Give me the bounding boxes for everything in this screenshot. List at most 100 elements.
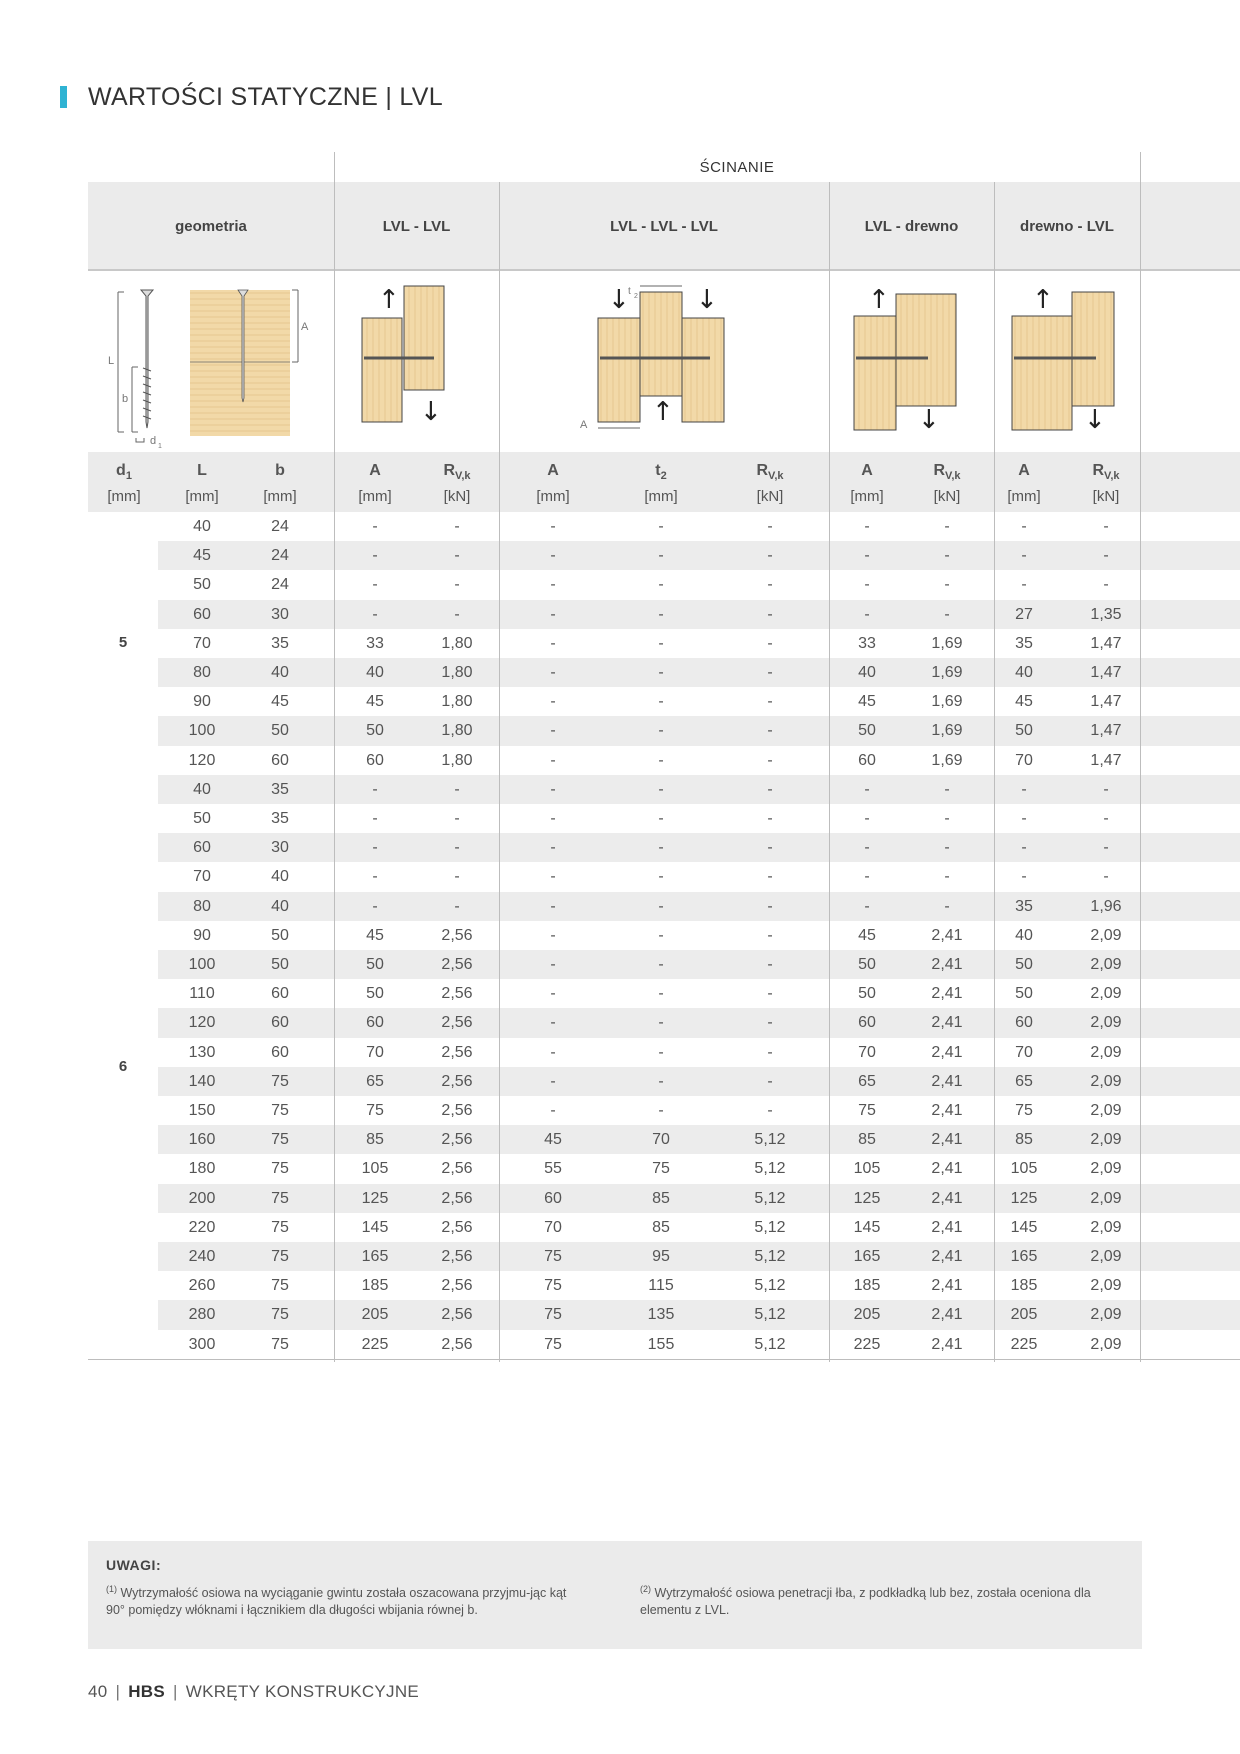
table-cell: 70 bbox=[544, 1218, 562, 1236]
table-cell: - bbox=[864, 868, 870, 886]
table-cell: - bbox=[658, 518, 664, 535]
group-separator bbox=[88, 1358, 1240, 1360]
table-cell: 2,09 bbox=[1090, 1014, 1122, 1032]
table-cell: 90 bbox=[193, 926, 211, 944]
column-unit-7: [kN] bbox=[756, 488, 784, 505]
table-cell: - bbox=[454, 868, 460, 886]
column-header-0: d1 bbox=[116, 462, 132, 483]
cell-d1 bbox=[88, 1096, 158, 1125]
cell-d1 bbox=[88, 512, 158, 541]
table-cell: 45 bbox=[858, 926, 876, 944]
page-footer: 40|HBS|WKRĘTY KONSTRUKCYJNE bbox=[88, 1682, 420, 1701]
table-cell: 165 bbox=[853, 1248, 881, 1265]
table-cell: 50 bbox=[271, 926, 289, 944]
table-cell: 50 bbox=[366, 722, 384, 740]
column-header-6: t2 bbox=[655, 462, 667, 483]
table-cell: 100 bbox=[188, 956, 216, 973]
table-cell: 2,56 bbox=[441, 1014, 473, 1032]
table-cell: 125 bbox=[1010, 1189, 1038, 1207]
table-cell: 2,56 bbox=[441, 1218, 473, 1236]
table-cell: - bbox=[372, 576, 378, 594]
table-cell: - bbox=[454, 897, 460, 915]
table-cell: - bbox=[550, 664, 556, 681]
table-cell: 27 bbox=[1015, 605, 1033, 623]
table-cell: 70 bbox=[193, 868, 211, 886]
note-1-text: Wytrzymałość osiowa na wyciąganie gwintu… bbox=[106, 1586, 567, 1618]
table-cell: - bbox=[864, 839, 870, 857]
table-cell: 205 bbox=[853, 1306, 881, 1324]
table-cell: - bbox=[658, 839, 664, 857]
cell-d1 bbox=[88, 1008, 158, 1038]
table-cell: 35 bbox=[1015, 634, 1033, 652]
table-cell: - bbox=[550, 780, 556, 798]
column-header-7: RV,k bbox=[756, 462, 784, 483]
table-cell: 30 bbox=[271, 839, 289, 857]
table-cell: 220 bbox=[188, 1218, 216, 1236]
table-cell: 1,47 bbox=[1090, 634, 1122, 652]
table-cell: - bbox=[372, 518, 378, 535]
table-cell: - bbox=[864, 576, 870, 594]
column-unit-3: [mm] bbox=[358, 488, 392, 505]
table-cell: 75 bbox=[271, 1072, 289, 1090]
table-cell: - bbox=[372, 605, 378, 623]
cell-d1 bbox=[88, 774, 158, 804]
table-cell: - bbox=[550, 897, 556, 915]
cell-d1 bbox=[88, 746, 158, 775]
table-cell: 1,69 bbox=[931, 693, 963, 711]
table-cell: 5,12 bbox=[754, 1189, 786, 1207]
table-cell: 50 bbox=[1015, 722, 1033, 740]
column-header-band: d1[mm]L[mm]b[mm]A[mm]RV,k[kN]A[mm]t2[mm]… bbox=[88, 452, 1240, 512]
table-cell: 50 bbox=[1015, 985, 1033, 1003]
table-cell: - bbox=[658, 751, 664, 769]
table-cell: - bbox=[767, 1043, 773, 1061]
table-cell: - bbox=[1103, 576, 1109, 594]
table-cell: 225 bbox=[853, 1335, 881, 1353]
table-cell: 65 bbox=[366, 1072, 384, 1090]
table-cell: 60 bbox=[366, 751, 384, 769]
table-cell: 2,56 bbox=[441, 1306, 473, 1324]
table-cell: - bbox=[372, 547, 378, 565]
table-cell: 280 bbox=[188, 1306, 216, 1324]
table-cell: 50 bbox=[858, 722, 876, 740]
cell-d1 bbox=[88, 716, 158, 746]
column-header-2: b bbox=[275, 462, 285, 479]
note-1: (1) Wytrzymałość osiowa na wyciąganie gw… bbox=[106, 1581, 586, 1619]
table-cell: 5,12 bbox=[754, 1160, 786, 1178]
table-cell: 2,09 bbox=[1090, 1218, 1122, 1236]
table-cell: 200 bbox=[188, 1189, 216, 1207]
table-cell: - bbox=[944, 605, 950, 623]
label-b: b bbox=[122, 393, 128, 405]
table-cell: - bbox=[1103, 518, 1109, 535]
table-cell: - bbox=[550, 926, 556, 944]
table-cell: - bbox=[550, 1102, 556, 1119]
table-cell: 75 bbox=[652, 1160, 670, 1178]
cell-d1 bbox=[88, 1154, 158, 1183]
table-cell: - bbox=[944, 780, 950, 798]
column-header-5: A bbox=[547, 462, 559, 479]
table-cell: - bbox=[767, 926, 773, 944]
table-cell: 65 bbox=[1015, 1072, 1033, 1090]
table-cell: 85 bbox=[1015, 1131, 1033, 1149]
column-unit-5: [mm] bbox=[536, 488, 570, 505]
column-unit-2: [mm] bbox=[263, 488, 297, 505]
table-cell: - bbox=[550, 518, 556, 535]
table-cell: 60 bbox=[271, 1043, 289, 1061]
section-drewno-lvl: drewno - LVL bbox=[1020, 217, 1114, 235]
table-cell: - bbox=[658, 1072, 664, 1090]
table-cell: 35 bbox=[271, 780, 289, 798]
table-cell: 50 bbox=[193, 810, 211, 827]
table-cell: - bbox=[767, 956, 773, 973]
table-cell: 33 bbox=[858, 634, 876, 652]
cell-d1 bbox=[88, 1213, 158, 1242]
table-cell: 100 bbox=[188, 722, 216, 740]
table-cell: - bbox=[550, 547, 556, 565]
column-unit-11: [kN] bbox=[1092, 488, 1120, 505]
